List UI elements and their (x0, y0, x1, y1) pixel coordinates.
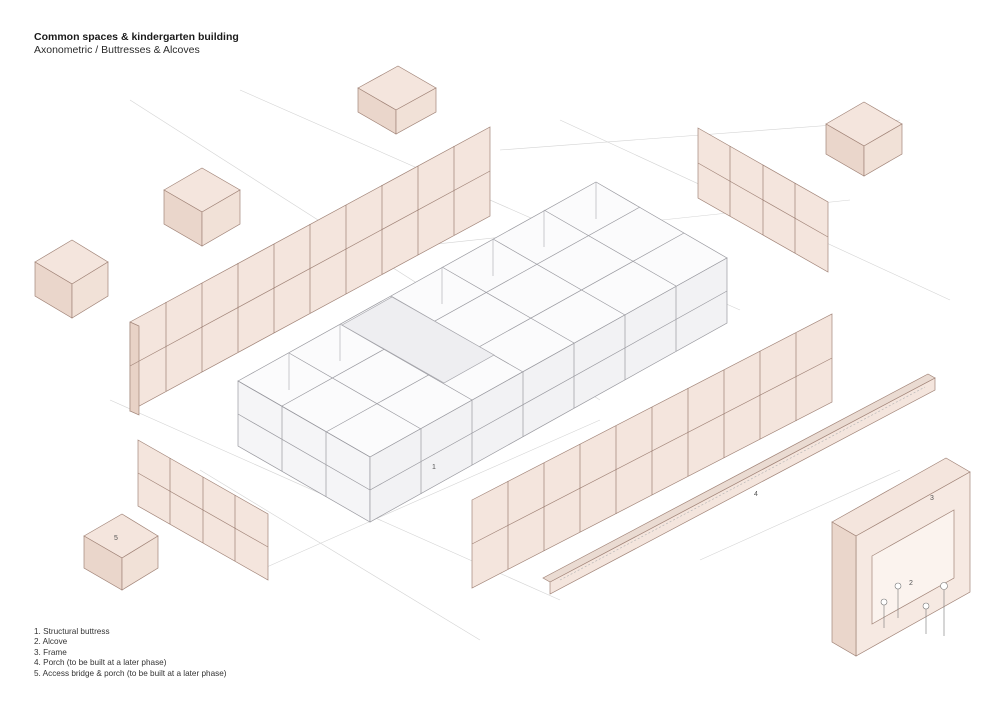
frame-columns-front (281, 286, 677, 497)
legend: 1. Structural buttress 2. Alcove 3. Fram… (34, 627, 227, 679)
buttress-wall-right-top (697, 127, 829, 273)
alcove-box-bottom-left (83, 513, 159, 591)
callout-access-bridge: 5 (114, 535, 118, 542)
callout-porch: 4 (754, 491, 758, 498)
title-block: Common spaces & kindergarten building Ax… (34, 31, 239, 57)
callout-frame-building: 1 (432, 464, 436, 471)
buttress-wall-left-bottom (137, 439, 269, 581)
callout-frame-detail: 3 (930, 495, 934, 502)
buttress-wall-right-long (471, 313, 833, 589)
legend-item: 2. Alcove (34, 637, 68, 647)
alcove-box-left (34, 239, 109, 319)
legend-item: 3. Frame (34, 647, 67, 657)
drawing-title: Common spaces & kindergarten building (34, 31, 239, 43)
legend-item: 5. Access bridge & porch (to be built at… (34, 668, 227, 678)
callout-alcove: 2 (909, 580, 913, 587)
alcove-box-top-center (357, 65, 437, 135)
legend-item: 4. Porch (to be built at a later phase) (34, 658, 167, 668)
alcove-box-top-right (825, 101, 903, 177)
alcove-box-top-left (163, 167, 241, 247)
drawing-subtitle: Axonometric / Buttresses & Alcoves (34, 44, 200, 56)
buttress-wall-left-long (129, 126, 491, 416)
people-figures (880, 582, 948, 636)
frame-building (237, 181, 728, 523)
frame-detail (831, 457, 971, 657)
porch-strip (542, 373, 936, 595)
legend-item: 1. Structural buttress (34, 627, 110, 636)
